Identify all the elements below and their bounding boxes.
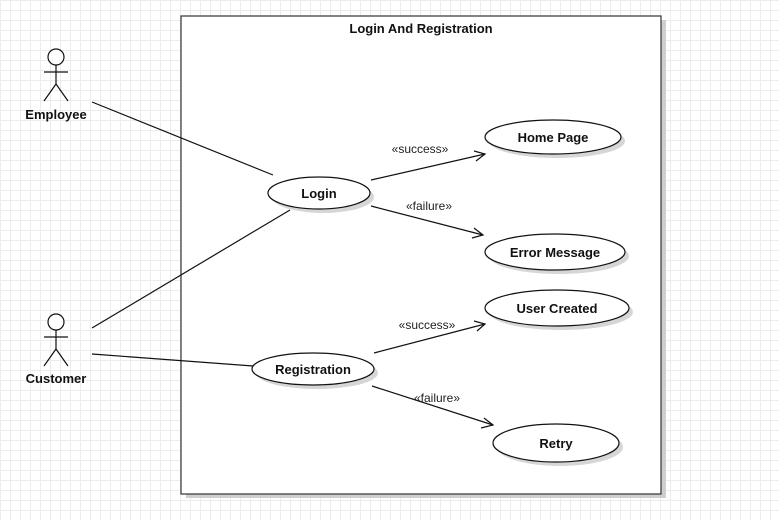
association-customer-registration[interactable] [91, 353, 254, 367]
stereotype-label: «failure» [406, 199, 452, 213]
use-case-label: Home Page [518, 130, 589, 145]
actor-employee[interactable]: Employee [25, 48, 87, 122]
dependency-line [370, 153, 486, 181]
dependency-registration-retry[interactable]: «failure» [371, 385, 495, 429]
use-case-ellipse [267, 176, 371, 210]
dependency-login-home-page[interactable]: «success» [370, 142, 487, 181]
stereotype-label: «success» [399, 318, 456, 332]
arrowhead-icon [480, 417, 495, 429]
stereotype-label: «success» [392, 142, 449, 156]
system-title: Login And Registration [349, 21, 492, 36]
stick-figure-icon [43, 48, 69, 102]
dependency-registration-user-created[interactable]: «success» [373, 318, 487, 354]
stereotype-label: «failure» [414, 391, 460, 405]
use-case-label: Registration [275, 362, 351, 377]
actor-label: Customer [26, 371, 87, 386]
use-case-ellipse [484, 233, 626, 271]
association-customer-login[interactable] [91, 209, 291, 329]
use-case-label: Retry [539, 436, 573, 451]
dependency-line [373, 323, 486, 354]
dependency-login-error-message[interactable]: «failure» [370, 199, 485, 239]
actor-customer[interactable]: Customer [26, 313, 87, 386]
use-case-registration[interactable]: Registration [251, 352, 378, 389]
use-case-ellipse [251, 352, 375, 386]
association-employee-login[interactable] [91, 101, 274, 176]
use-case-login[interactable]: Login [267, 176, 374, 213]
use-case-label: Login [301, 186, 336, 201]
stick-figure-icon [43, 313, 69, 367]
use-case-error-message[interactable]: Error Message [484, 233, 629, 274]
arrowhead-icon [471, 227, 485, 239]
arrowhead-icon [473, 150, 487, 162]
use-case-retry[interactable]: Retry [492, 423, 623, 466]
use-case-ellipse [484, 289, 630, 327]
use-case-label: User Created [517, 301, 598, 316]
use-case-ellipse [484, 119, 622, 155]
dependency-line [370, 205, 484, 236]
use-case-ellipse [492, 423, 620, 463]
use-case-home-page[interactable]: Home Page [484, 119, 625, 158]
use-case-user-created[interactable]: User Created [484, 289, 633, 330]
dependency-line [371, 385, 494, 426]
arrowhead-icon [473, 320, 487, 332]
actor-label: Employee [25, 107, 86, 122]
use-case-label: Error Message [510, 245, 600, 260]
